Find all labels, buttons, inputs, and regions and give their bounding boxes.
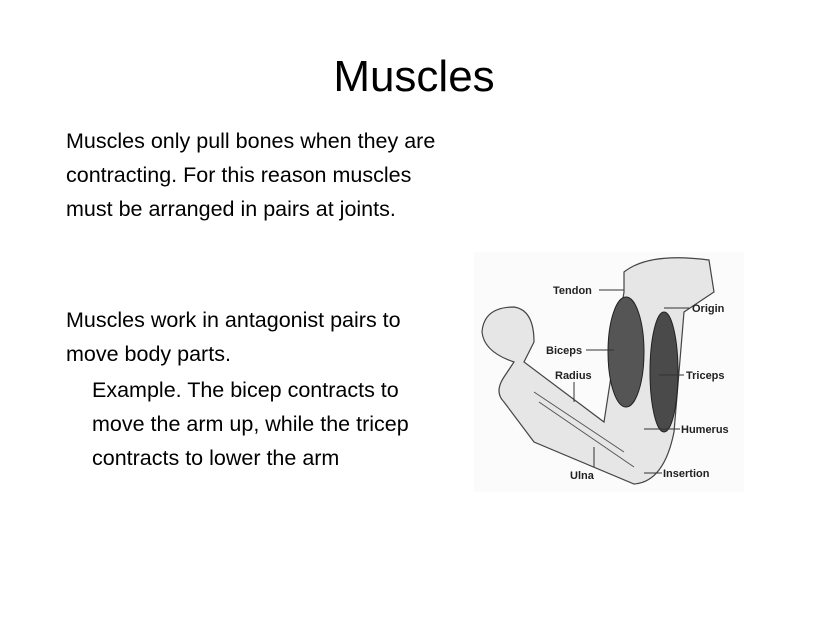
arm-outline [481,257,715,485]
biceps-muscle [607,296,645,408]
label-humerus: Humerus [681,424,729,436]
label-biceps: Biceps [546,345,582,357]
label-tendon: Tendon [553,285,592,297]
label-ulna: Ulna [570,470,595,482]
triceps-muscle [649,311,679,433]
label-insertion: Insertion [663,468,710,480]
label-origin: Origin [692,303,725,315]
paragraph-muscles-pull: Muscles only pull bones when they are co… [66,129,436,222]
slide-title: Muscles [333,52,495,101]
label-triceps: Triceps [686,370,725,382]
label-radius: Radius [555,370,592,382]
paragraph-antagonist-pairs: Muscles work in antagonist pairs to move… [66,308,401,367]
forearm-bones [533,391,635,468]
paragraph-example: Example. The bicep contracts to move the… [92,378,409,471]
arm-muscle-diagram: Tendon Origin Biceps Radius Triceps Hume… [474,252,744,492]
